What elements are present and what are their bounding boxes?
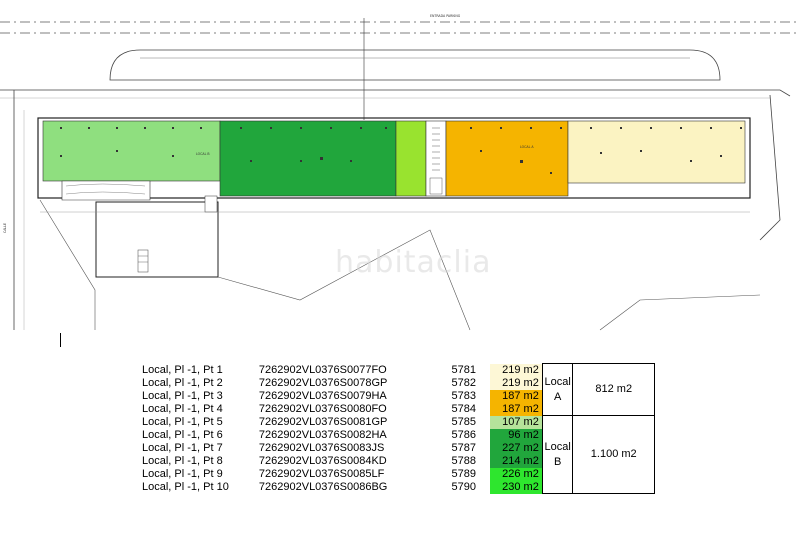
- row-code: 5790: [451, 480, 477, 493]
- curve-bottom-right: [599, 294, 761, 331]
- row-description: Local, Pl -1, Pt 3: [142, 389, 223, 402]
- row-code: 5785: [451, 415, 477, 428]
- table-row: Local, Pl -1, Pt 2 7262902VL0376S0078GP …: [138, 376, 655, 390]
- building-outline: [37, 117, 751, 199]
- cadastral-table: Local, Pl -1, Pt 1 7262902VL0376S0077FO …: [138, 363, 655, 494]
- zone-light-green: [42, 120, 221, 182]
- ramp: [61, 180, 151, 201]
- parking-island: [109, 49, 721, 81]
- row-reference: 7262902VL0376S0077FO: [258, 363, 387, 376]
- row-description: Local, Pl -1, Pt 1: [142, 363, 223, 376]
- annex-stair-top: [204, 195, 218, 213]
- row-description: Local, Pl -1, Pt 2: [142, 376, 223, 389]
- row-reference: 7262902VL0376S0086BG: [258, 480, 388, 493]
- row-code: 5781: [451, 363, 477, 376]
- row-area: 187 m2: [490, 402, 543, 416]
- zone-cream: [567, 120, 746, 184]
- zone-orange: [445, 120, 569, 197]
- row-area: 227 m2: [490, 441, 543, 455]
- row-area: 219 m2: [490, 363, 543, 377]
- table-row: Local, Pl -1, Pt 10 7262902VL0376S0086BG…: [138, 480, 655, 494]
- table-row: Local, Pl -1, Pt 6 7262902VL0376S0082HA …: [138, 428, 655, 442]
- table-row: Local, Pl -1, Pt 5 7262902VL0376S0081GP …: [138, 415, 655, 494]
- row-area: 219 m2: [490, 376, 543, 390]
- lower-annex: [95, 201, 219, 278]
- floor-plan: ENTRADA PARKING CALLE: [0, 14, 800, 331]
- row-reference: 7262902VL0376S0080FO: [258, 402, 387, 415]
- row-area: 226 m2: [490, 467, 543, 481]
- row-reference: 7262902VL0376S0082HA: [258, 428, 387, 441]
- stair-hatch: [429, 127, 443, 195]
- row-description: Local, Pl -1, Pt 7: [142, 441, 223, 454]
- row-description: Local, Pl -1, Pt 6: [142, 428, 223, 441]
- row-area: 187 m2: [490, 389, 543, 403]
- annex-stair: [137, 249, 149, 273]
- table-row: Local, Pl -1, Pt 4 7262902VL0376S0080FO …: [138, 402, 655, 416]
- group-a-total: 812 m2: [572, 363, 655, 416]
- row-description: Local, Pl -1, Pt 4: [142, 402, 223, 415]
- row-reference: 7262902VL0376S0083JS: [258, 441, 385, 454]
- diagonal-left: [39, 199, 96, 330]
- row-area: 230 m2: [490, 480, 543, 494]
- column-grid: [60, 127, 742, 174]
- row-reference: 7262902VL0376S0078GP: [258, 376, 388, 389]
- row-code: 5789: [451, 467, 477, 480]
- dimension-marker: [60, 333, 61, 347]
- row-reference: 7262902VL0376S0084KD: [258, 454, 387, 467]
- group-b-total: 1.100 m2: [572, 415, 655, 494]
- local-a-label: LOCAL A: [520, 145, 534, 149]
- street-label: CALLE: [3, 223, 7, 233]
- row-reference: 7262902VL0376S0081GP: [258, 415, 388, 428]
- local-b-label: LOCAL B: [196, 152, 210, 156]
- row-area: 214 m2: [490, 454, 543, 468]
- table-row: Local, Pl -1, Pt 3 7262902VL0376S0079HA …: [138, 389, 655, 403]
- row-reference: 7262902VL0376S0079HA: [258, 389, 387, 402]
- cadastral-rows: Local, Pl -1, Pt 1 7262902VL0376S0077FO …: [138, 363, 655, 494]
- table-row: Local, Pl -1, Pt 8 7262902VL0376S0084KD …: [138, 454, 655, 468]
- row-code: 5784: [451, 402, 477, 415]
- road-label: ENTRADA PARKING: [430, 14, 461, 18]
- row-code: 5783: [451, 389, 477, 402]
- row-description: Local, Pl -1, Pt 9: [142, 467, 223, 480]
- row-description: Local, Pl -1, Pt 5: [142, 415, 223, 428]
- row-area: 96 m2: [490, 428, 543, 442]
- ramp-curves: [65, 183, 146, 195]
- row-description: Local, Pl -1, Pt 8: [142, 454, 223, 467]
- table-row: Local, Pl -1, Pt 9 7262902VL0376S0085LF …: [138, 467, 655, 481]
- sidewalk-line: [0, 89, 791, 97]
- right-curb: [759, 94, 781, 241]
- row-reference: 7262902VL0376S0085LF: [258, 467, 385, 480]
- diagonal-right: [217, 229, 471, 331]
- row-description: Local, Pl -1, Pt 10: [142, 480, 229, 493]
- row-code: 5787: [451, 441, 477, 454]
- row-code: 5786: [451, 428, 477, 441]
- zone-dark-green: [219, 120, 397, 197]
- zone-lime: [395, 120, 427, 197]
- watermark: habitaclia: [335, 245, 491, 280]
- table-row: Local, Pl -1, Pt 7 7262902VL0376S0083JS …: [138, 441, 655, 455]
- row-area: 107 m2: [490, 415, 543, 429]
- floor-plan-drawing: ENTRADA PARKING CALLE: [0, 14, 800, 331]
- row-code: 5788: [451, 454, 477, 467]
- row-code: 5782: [451, 376, 477, 389]
- table-row: Local, Pl -1, Pt 1 7262902VL0376S0077FO …: [138, 363, 655, 416]
